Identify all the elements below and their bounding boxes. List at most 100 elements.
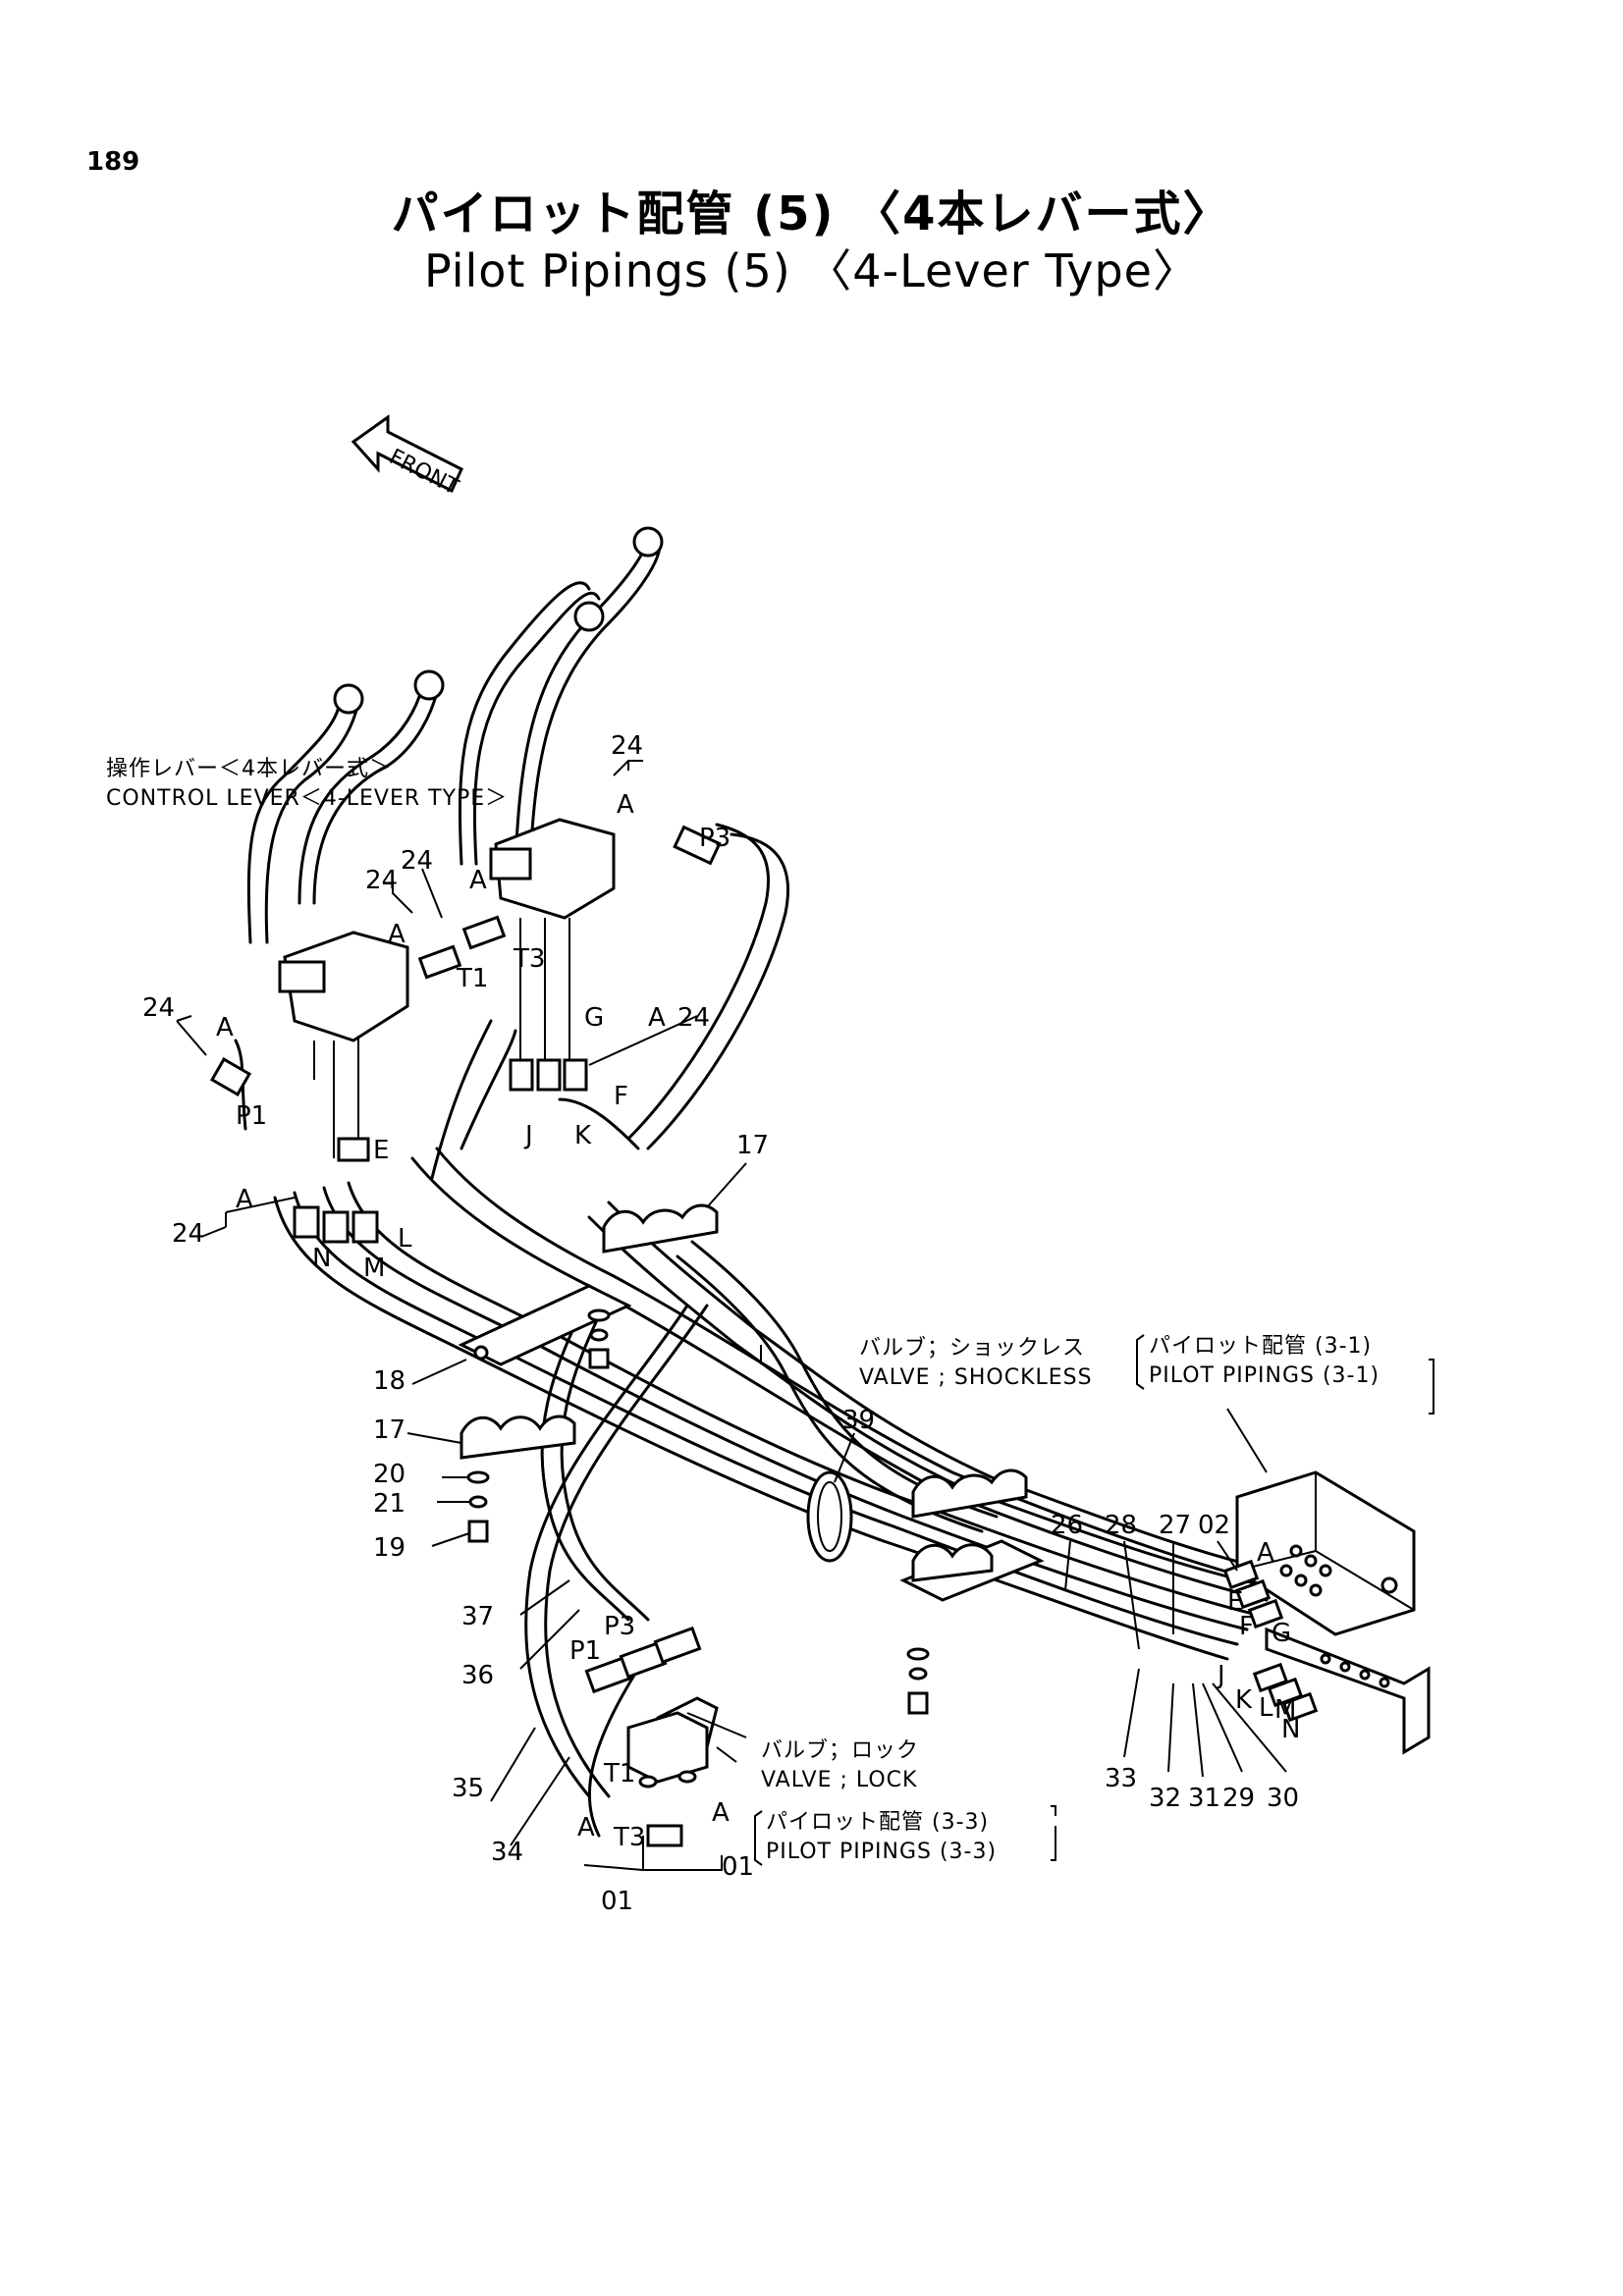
part-19: 19 — [373, 1533, 406, 1563]
port-e-left: E — [373, 1136, 389, 1165]
shockless-fittings — [1222, 1559, 1319, 1723]
hose-bundle — [234, 823, 1298, 1838]
port-a-bottom-left: A — [577, 1813, 595, 1842]
part-29: 29 — [1222, 1784, 1255, 1813]
note-pilot-31-en: PILOT PIPINGS (3-1) — [1149, 1363, 1380, 1388]
port-a-5: A — [648, 1003, 666, 1033]
part-28: 28 — [1105, 1511, 1137, 1540]
part-01-b: 01 — [601, 1887, 633, 1916]
part-21: 21 — [373, 1489, 406, 1519]
note-control-lever-jp: 操作レバー＜4本レバー式＞ — [106, 757, 392, 781]
part-24-a: 24 — [611, 731, 643, 761]
part-35: 35 — [452, 1774, 484, 1803]
port-a-bottom-right: A — [712, 1798, 730, 1828]
port-a-1: A — [617, 790, 634, 820]
port-l-left: L — [398, 1224, 412, 1254]
band-39 — [806, 1470, 853, 1563]
bolt-stack-left — [466, 1470, 490, 1543]
port-j-top: J — [523, 1121, 533, 1150]
washer-21 — [468, 1495, 488, 1509]
title-english: Pilot Pipings (5) 〈4-Lever Type〉 — [423, 244, 1199, 297]
port-a-4: A — [216, 1013, 234, 1042]
bolt-stack-right — [906, 1647, 930, 1715]
control-lever-left-body — [278, 931, 409, 1158]
part-24-b: 24 — [401, 846, 433, 876]
port-p3-bottom: P3 — [604, 1612, 635, 1641]
note-shockless-jp: バルブ；ショックレス — [859, 1336, 1085, 1361]
grip-icon — [573, 601, 605, 632]
part-numbers: 24 24 24 24 24 24 17 18 17 20 21 19 39 3… — [142, 731, 1299, 1916]
title-japanese: パイロット配管 (5) 〈4本レバー式〉 — [391, 187, 1232, 241]
port-e-right: E — [1227, 1587, 1243, 1617]
port-m-right: M — [1274, 1695, 1296, 1725]
clamp-plate-right — [899, 1539, 1045, 1602]
note-lock-valve-jp: バルブ；ロック — [761, 1738, 919, 1763]
fittings-top — [209, 825, 722, 1244]
part-24-d: 24 — [142, 993, 175, 1023]
part-20: 20 — [373, 1460, 406, 1489]
clamp-plate-18 — [458, 1284, 632, 1366]
note-pilot-33-jp: パイロット配管 (3-3) — [766, 1810, 989, 1835]
note-control-lever-en: CONTROL LEVER＜4-LEVER TYPE＞ — [106, 786, 508, 811]
port-f-right: F — [1239, 1612, 1254, 1641]
part-26: 26 — [1051, 1511, 1083, 1540]
port-j-right: J — [1216, 1661, 1225, 1690]
shockless-valve — [1235, 1470, 1431, 1755]
port-p1-bottom: P1 — [569, 1636, 601, 1666]
note-lock-valve-en: VALVE ; LOCK — [761, 1768, 917, 1792]
part-36: 36 — [461, 1661, 494, 1690]
port-g-top: G — [584, 1003, 604, 1033]
part-39: 39 — [842, 1406, 875, 1435]
port-t1-top: T1 — [456, 964, 488, 993]
part-24-c: 24 — [365, 866, 398, 895]
port-l-right: L — [1259, 1693, 1273, 1723]
port-n-left: N — [312, 1244, 331, 1273]
part-34: 34 — [491, 1838, 523, 1867]
bolt-19 — [467, 1520, 489, 1543]
part-31: 31 — [1188, 1784, 1220, 1813]
note-shockless-en: VALVE ; SHOCKLESS — [859, 1365, 1093, 1390]
part-32: 32 — [1149, 1784, 1181, 1813]
port-labels: P3 T3 T1 G P1 J K F E N M L A A A A A A … — [216, 790, 1300, 1852]
grip-icon — [333, 683, 364, 715]
port-a-2: A — [469, 866, 487, 895]
part-18: 18 — [373, 1366, 406, 1396]
part-30: 30 — [1267, 1784, 1299, 1813]
part-37: 37 — [461, 1602, 494, 1631]
port-p1-left: P1 — [236, 1101, 267, 1131]
clamp-plate-top-right — [911, 1468, 1028, 1519]
part-17-left: 17 — [373, 1415, 406, 1445]
control-lever-right-body — [489, 818, 616, 1060]
port-p3-top: P3 — [699, 824, 730, 853]
port-t3-top: T3 — [513, 944, 545, 974]
part-24-e: 24 — [677, 1003, 710, 1033]
port-k-right: K — [1235, 1685, 1253, 1715]
part-01-a: 01 — [722, 1852, 754, 1882]
leader-lines — [176, 760, 1434, 1872]
page-number: 189 — [86, 147, 140, 177]
port-a-6: A — [236, 1185, 253, 1214]
part-33: 33 — [1105, 1764, 1137, 1793]
port-a-right: A — [1257, 1538, 1274, 1568]
part-27: 27 — [1159, 1511, 1191, 1540]
washer-20 — [466, 1470, 490, 1484]
port-k-top: K — [574, 1121, 592, 1150]
note-pilot-33-en: PILOT PIPINGS (3-3) — [766, 1840, 997, 1864]
clamp-17-top — [602, 1203, 719, 1254]
note-pilot-31-jp: パイロット配管 (3-1) — [1149, 1334, 1372, 1359]
grip-icon — [632, 526, 664, 558]
port-a-3: A — [388, 920, 406, 949]
control-lever-hoses — [246, 526, 664, 944]
notes: 操作レバー＜4本レバー式＞ CONTROL LEVER＜4-LEVER TYPE… — [106, 757, 1380, 1866]
port-t1-bottom: T1 — [603, 1759, 635, 1789]
part-02: 02 — [1198, 1511, 1230, 1540]
port-f-top: F — [614, 1082, 628, 1111]
port-m-left: M — [363, 1254, 385, 1283]
part-17-top: 17 — [736, 1131, 769, 1160]
lock-valve — [584, 1626, 719, 1847]
bolt-stack-center — [587, 1308, 611, 1369]
grip-icon — [413, 669, 445, 701]
port-g-right: G — [1271, 1619, 1291, 1648]
part-24-f: 24 — [172, 1219, 204, 1249]
